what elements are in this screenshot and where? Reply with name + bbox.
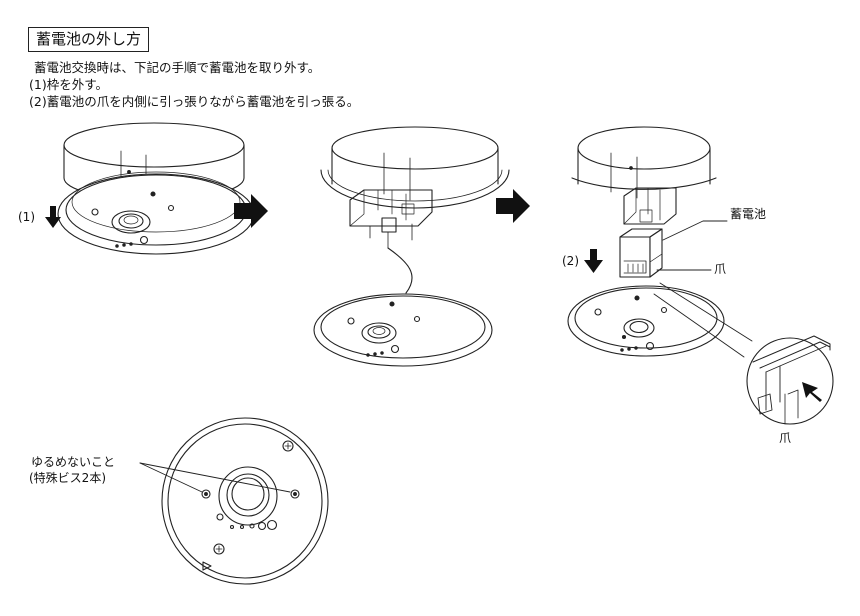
screw-warning-line-2: (特殊ビス2本) (29, 470, 106, 485)
fixture-assembled (57, 122, 255, 255)
arrow-right-icon (234, 194, 268, 228)
fixture-battery-removed (567, 126, 834, 425)
arrow-right-icon (496, 189, 530, 223)
section-title: 蓄電池の外し方 (28, 27, 150, 52)
claw-detail-label: 爪 (779, 431, 791, 445)
instruction-step-2: (2)蓄電池の爪を内側に引っ張りながら蓄電池を引っ張る。 (29, 94, 360, 109)
instruction-step-1: (1)枠を外す。 (29, 77, 108, 92)
arrow-diagonal-icon (802, 382, 822, 402)
frame-plan-view (139, 417, 329, 585)
battery-box (619, 228, 663, 278)
fixture-frame-removed (313, 126, 510, 367)
battery-label: 蓄電池 (730, 207, 766, 221)
instruction-intro: 蓄電池交換時は、下記の手順で蓄電池を取り外す。 (34, 60, 321, 75)
arrow-down-icon (584, 249, 603, 273)
screw-warning-line-1: ゆるめないこと (31, 455, 115, 469)
step-2-marker: (2) (562, 254, 579, 268)
claw-label: 爪 (714, 262, 726, 276)
arrow-down-icon (45, 206, 61, 228)
claw-detail-circle (746, 335, 834, 425)
step-1-marker: (1) (18, 210, 35, 224)
